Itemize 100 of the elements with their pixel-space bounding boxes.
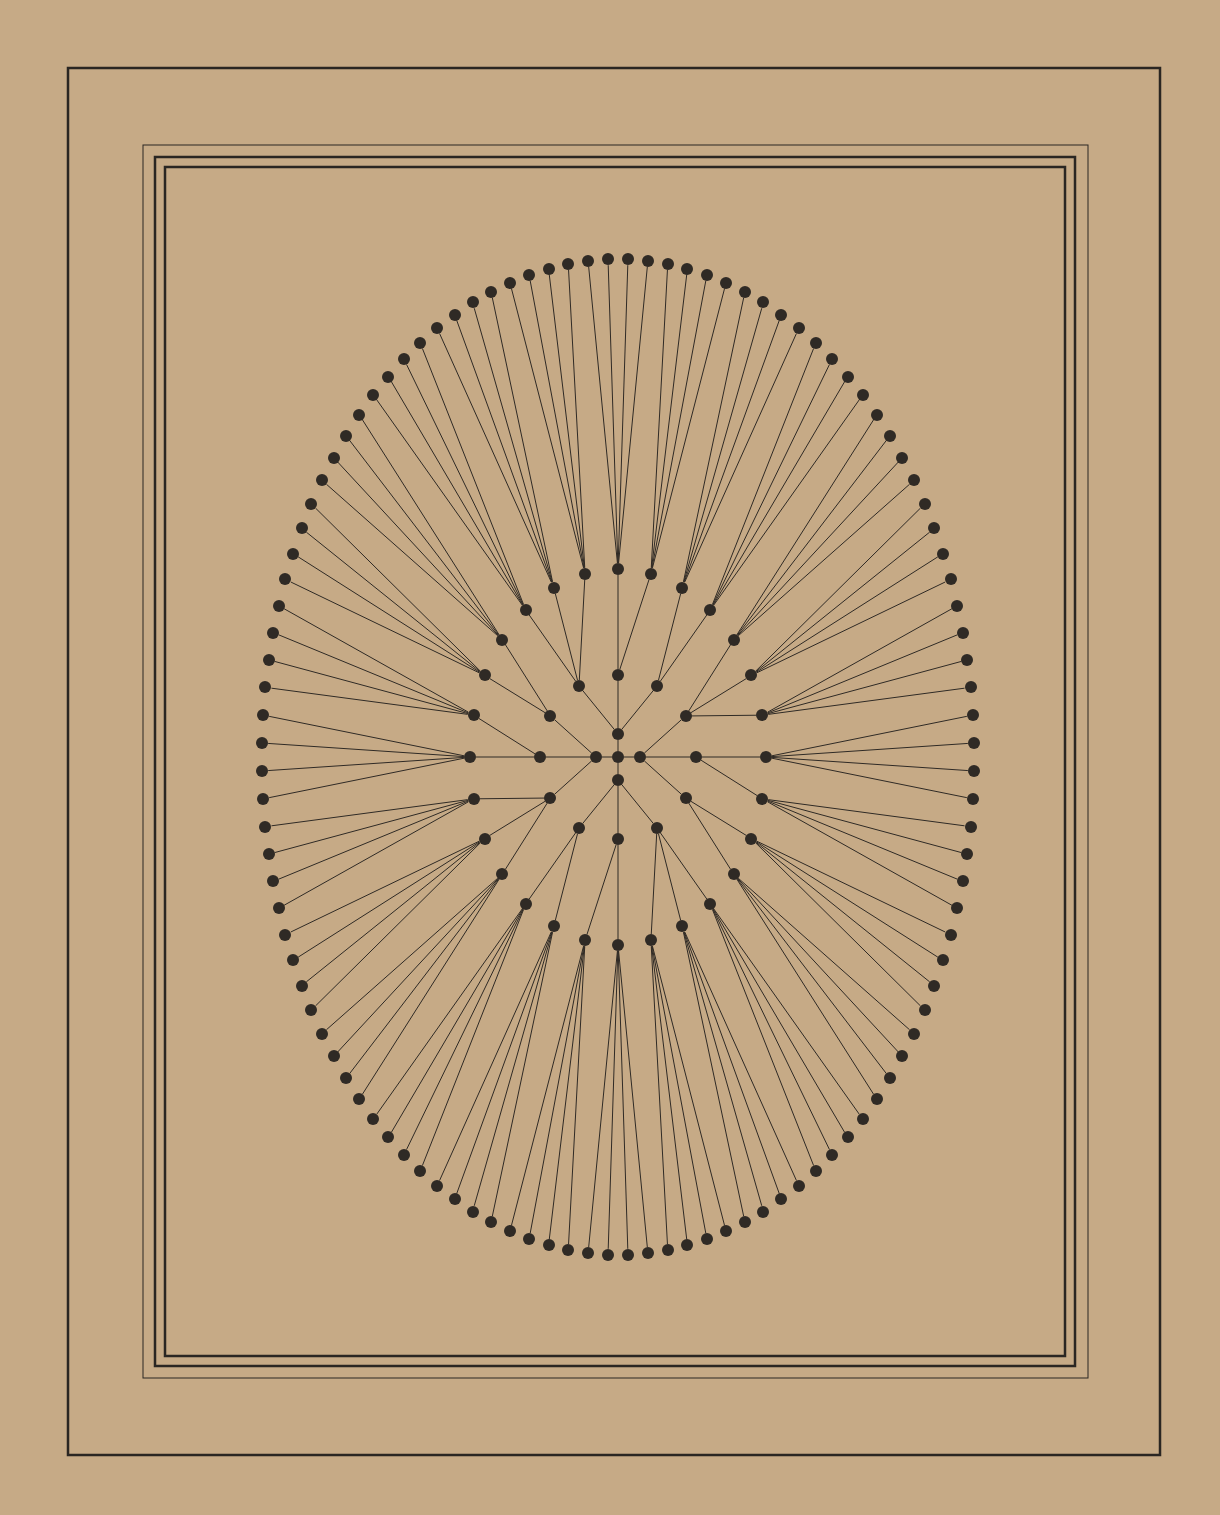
dot xyxy=(519,897,532,910)
dot xyxy=(414,1165,427,1178)
dot xyxy=(727,868,740,881)
dot xyxy=(908,474,920,487)
connector-line xyxy=(270,687,469,715)
dot xyxy=(327,1050,340,1063)
dot xyxy=(720,276,733,289)
dot xyxy=(478,669,491,682)
connector-line xyxy=(607,264,619,564)
connector-line xyxy=(290,840,480,933)
connector-line xyxy=(529,280,585,569)
connector-line xyxy=(475,756,535,758)
connector-line xyxy=(683,307,763,583)
dot xyxy=(256,764,269,777)
dot xyxy=(485,1216,498,1229)
dot xyxy=(634,751,646,763)
connector-line xyxy=(390,381,524,606)
dot xyxy=(944,573,957,586)
connector-line xyxy=(278,634,469,714)
connector-line xyxy=(349,878,500,1075)
connector-line xyxy=(771,757,968,799)
connector-line xyxy=(283,608,469,713)
connector-line xyxy=(684,931,797,1181)
dot xyxy=(841,370,854,383)
connector-line xyxy=(755,842,921,1007)
connector-line xyxy=(326,483,499,637)
connector-line xyxy=(305,531,481,673)
connector-line xyxy=(456,319,553,583)
dot xyxy=(966,792,979,805)
dot xyxy=(547,920,560,933)
dot xyxy=(367,1112,380,1125)
dot xyxy=(316,1027,328,1040)
connector-line xyxy=(688,644,731,712)
dot xyxy=(775,308,788,321)
dot xyxy=(562,1244,575,1257)
connector-line xyxy=(582,784,615,824)
dot xyxy=(704,897,717,910)
connector-line xyxy=(651,945,688,1240)
dot xyxy=(542,1239,555,1252)
dot xyxy=(573,822,585,834)
dot xyxy=(466,296,479,309)
dot xyxy=(547,581,560,594)
connector-line xyxy=(578,579,586,681)
connector-line xyxy=(529,945,585,1234)
dot xyxy=(951,902,964,915)
dot xyxy=(961,848,974,861)
dot xyxy=(936,547,949,560)
dot xyxy=(612,774,624,786)
dot xyxy=(582,254,595,267)
connector-line xyxy=(651,274,688,569)
connector-line xyxy=(771,715,968,757)
connector-line xyxy=(548,274,585,569)
dot xyxy=(590,751,602,763)
connector-line xyxy=(659,614,708,682)
dot xyxy=(279,573,292,586)
connector-line xyxy=(582,690,615,730)
connector-line xyxy=(755,531,931,673)
dot xyxy=(644,567,657,580)
connector-line xyxy=(690,678,747,714)
connector-line xyxy=(326,877,499,1031)
dot xyxy=(496,868,509,881)
dot xyxy=(448,308,461,321)
connector-line xyxy=(682,297,745,583)
dot xyxy=(951,599,964,612)
connector-line xyxy=(659,832,708,900)
dot xyxy=(612,939,624,951)
connector-line xyxy=(439,333,552,583)
connector-line xyxy=(489,800,546,836)
dot xyxy=(961,653,974,666)
connector-line xyxy=(651,280,707,569)
dot xyxy=(305,497,318,510)
dot xyxy=(612,833,624,845)
connector-line xyxy=(712,364,830,606)
connector-line xyxy=(712,909,815,1166)
dot xyxy=(327,451,340,464)
dot xyxy=(467,709,480,722)
connector-line xyxy=(623,756,635,758)
dot xyxy=(542,262,555,275)
dot xyxy=(644,934,657,947)
connector-line xyxy=(690,800,747,836)
connector-line xyxy=(643,719,682,754)
connector-line xyxy=(712,348,815,605)
connector-line xyxy=(771,756,969,772)
connector-line xyxy=(737,878,899,1053)
dot xyxy=(918,1004,931,1016)
connector-line xyxy=(643,760,682,795)
connector-line xyxy=(305,841,481,983)
connector-line xyxy=(712,908,830,1150)
dot xyxy=(353,408,366,421)
connector-line xyxy=(755,556,939,673)
dot xyxy=(745,669,758,682)
dot xyxy=(928,979,941,992)
connector-line xyxy=(349,439,500,636)
dot xyxy=(582,1247,595,1260)
connector-line xyxy=(737,461,899,636)
dot xyxy=(467,792,480,805)
connector-line xyxy=(588,950,618,1248)
connector-line xyxy=(651,945,726,1227)
connector-line xyxy=(274,799,469,854)
dot xyxy=(884,429,896,442)
